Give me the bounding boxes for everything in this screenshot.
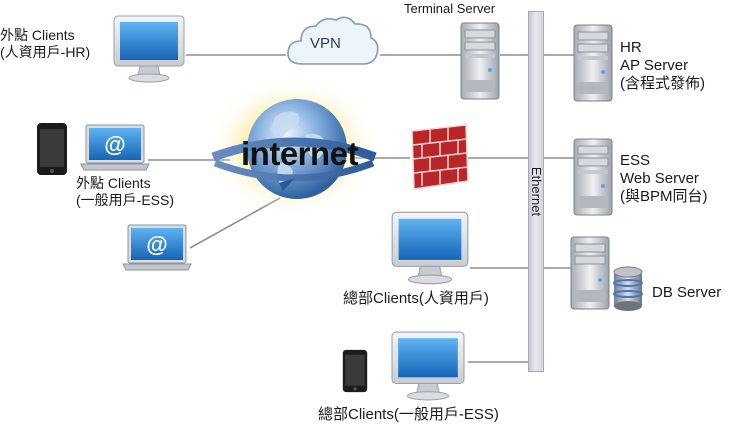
monitor-icon — [113, 15, 185, 83]
hr-server-label: HR AP Server (含程式發佈) — [620, 39, 705, 93]
firewall-icon — [411, 124, 469, 190]
remote-hr-line-2: (人資用戶-HR) — [0, 44, 91, 60]
hq-hr-clients-label: 總部Clients(人資用戶) — [343, 290, 489, 307]
ess-server-line-1: ESS — [620, 152, 651, 169]
monitor-icon — [391, 211, 469, 285]
terminal-server-label: Terminal Server — [404, 1, 496, 16]
remote-ess-phone — [36, 122, 68, 176]
hr-server-line-1: HR — [620, 39, 642, 56]
monitor-icon — [391, 331, 465, 401]
server-tower-icon — [460, 22, 500, 100]
remote-ess-clients-label: 外點 Clients (一般用戶-ESS) — [76, 175, 174, 209]
remote-ess-laptop: @ — [80, 124, 150, 172]
hr-ap-server — [573, 24, 613, 102]
db-server-label: DB Server — [652, 284, 722, 301]
laptop-icon: @ — [80, 124, 150, 171]
hq-ess-monitor — [388, 330, 468, 402]
db-server — [570, 236, 650, 312]
server-tower-icon — [573, 138, 613, 216]
svg-text:@: @ — [104, 132, 125, 157]
ethernet-bus: Ethernet — [528, 11, 545, 372]
remote-hr-line-1: 外點 Clients — [0, 27, 75, 43]
hr-server-line-2: AP Server — [620, 57, 689, 74]
hr-server-line-3: (含程式發佈) — [620, 75, 705, 92]
internet-label: internet — [241, 135, 359, 172]
firewall — [406, 123, 472, 193]
vpn-cloud — [283, 14, 381, 70]
cloud-icon — [287, 16, 379, 65]
server-tower-icon — [570, 236, 610, 310]
database-icon — [613, 266, 643, 311]
vpn-label: VPN — [310, 35, 341, 52]
smartphone-icon — [37, 123, 67, 175]
server-tower-icon — [573, 24, 613, 102]
hq-hr-monitor — [390, 210, 470, 286]
internet-globe — [205, 75, 380, 220]
terminal-server — [460, 22, 500, 100]
remote-hr-monitor — [112, 14, 186, 84]
smartphone-icon — [342, 349, 368, 393]
hq-ess-phone — [342, 346, 368, 396]
ess-web-server — [573, 138, 613, 216]
remote-ess-line-1: 外點 Clients — [76, 175, 151, 191]
remote-hr-clients-label: 外點 Clients (人資用戶-HR) — [0, 27, 90, 61]
remote-ess-line-2: (一般用戶-ESS) — [76, 192, 174, 208]
svg-text:@: @ — [146, 232, 167, 257]
ess-server-line-2: Web Server — [620, 170, 699, 187]
globe-icon — [207, 77, 379, 217]
ethernet-label: Ethernet — [529, 166, 545, 217]
laptop-icon: @ — [122, 224, 192, 271]
remote-laptop-2: @ — [122, 224, 192, 272]
ess-server-line-3: (與BPM同台) — [620, 188, 708, 205]
hq-ess-clients-label: 總部Clients(一般用戶-ESS) — [318, 406, 499, 423]
ess-server-label: ESS Web Server (與BPM同台) — [620, 152, 708, 206]
